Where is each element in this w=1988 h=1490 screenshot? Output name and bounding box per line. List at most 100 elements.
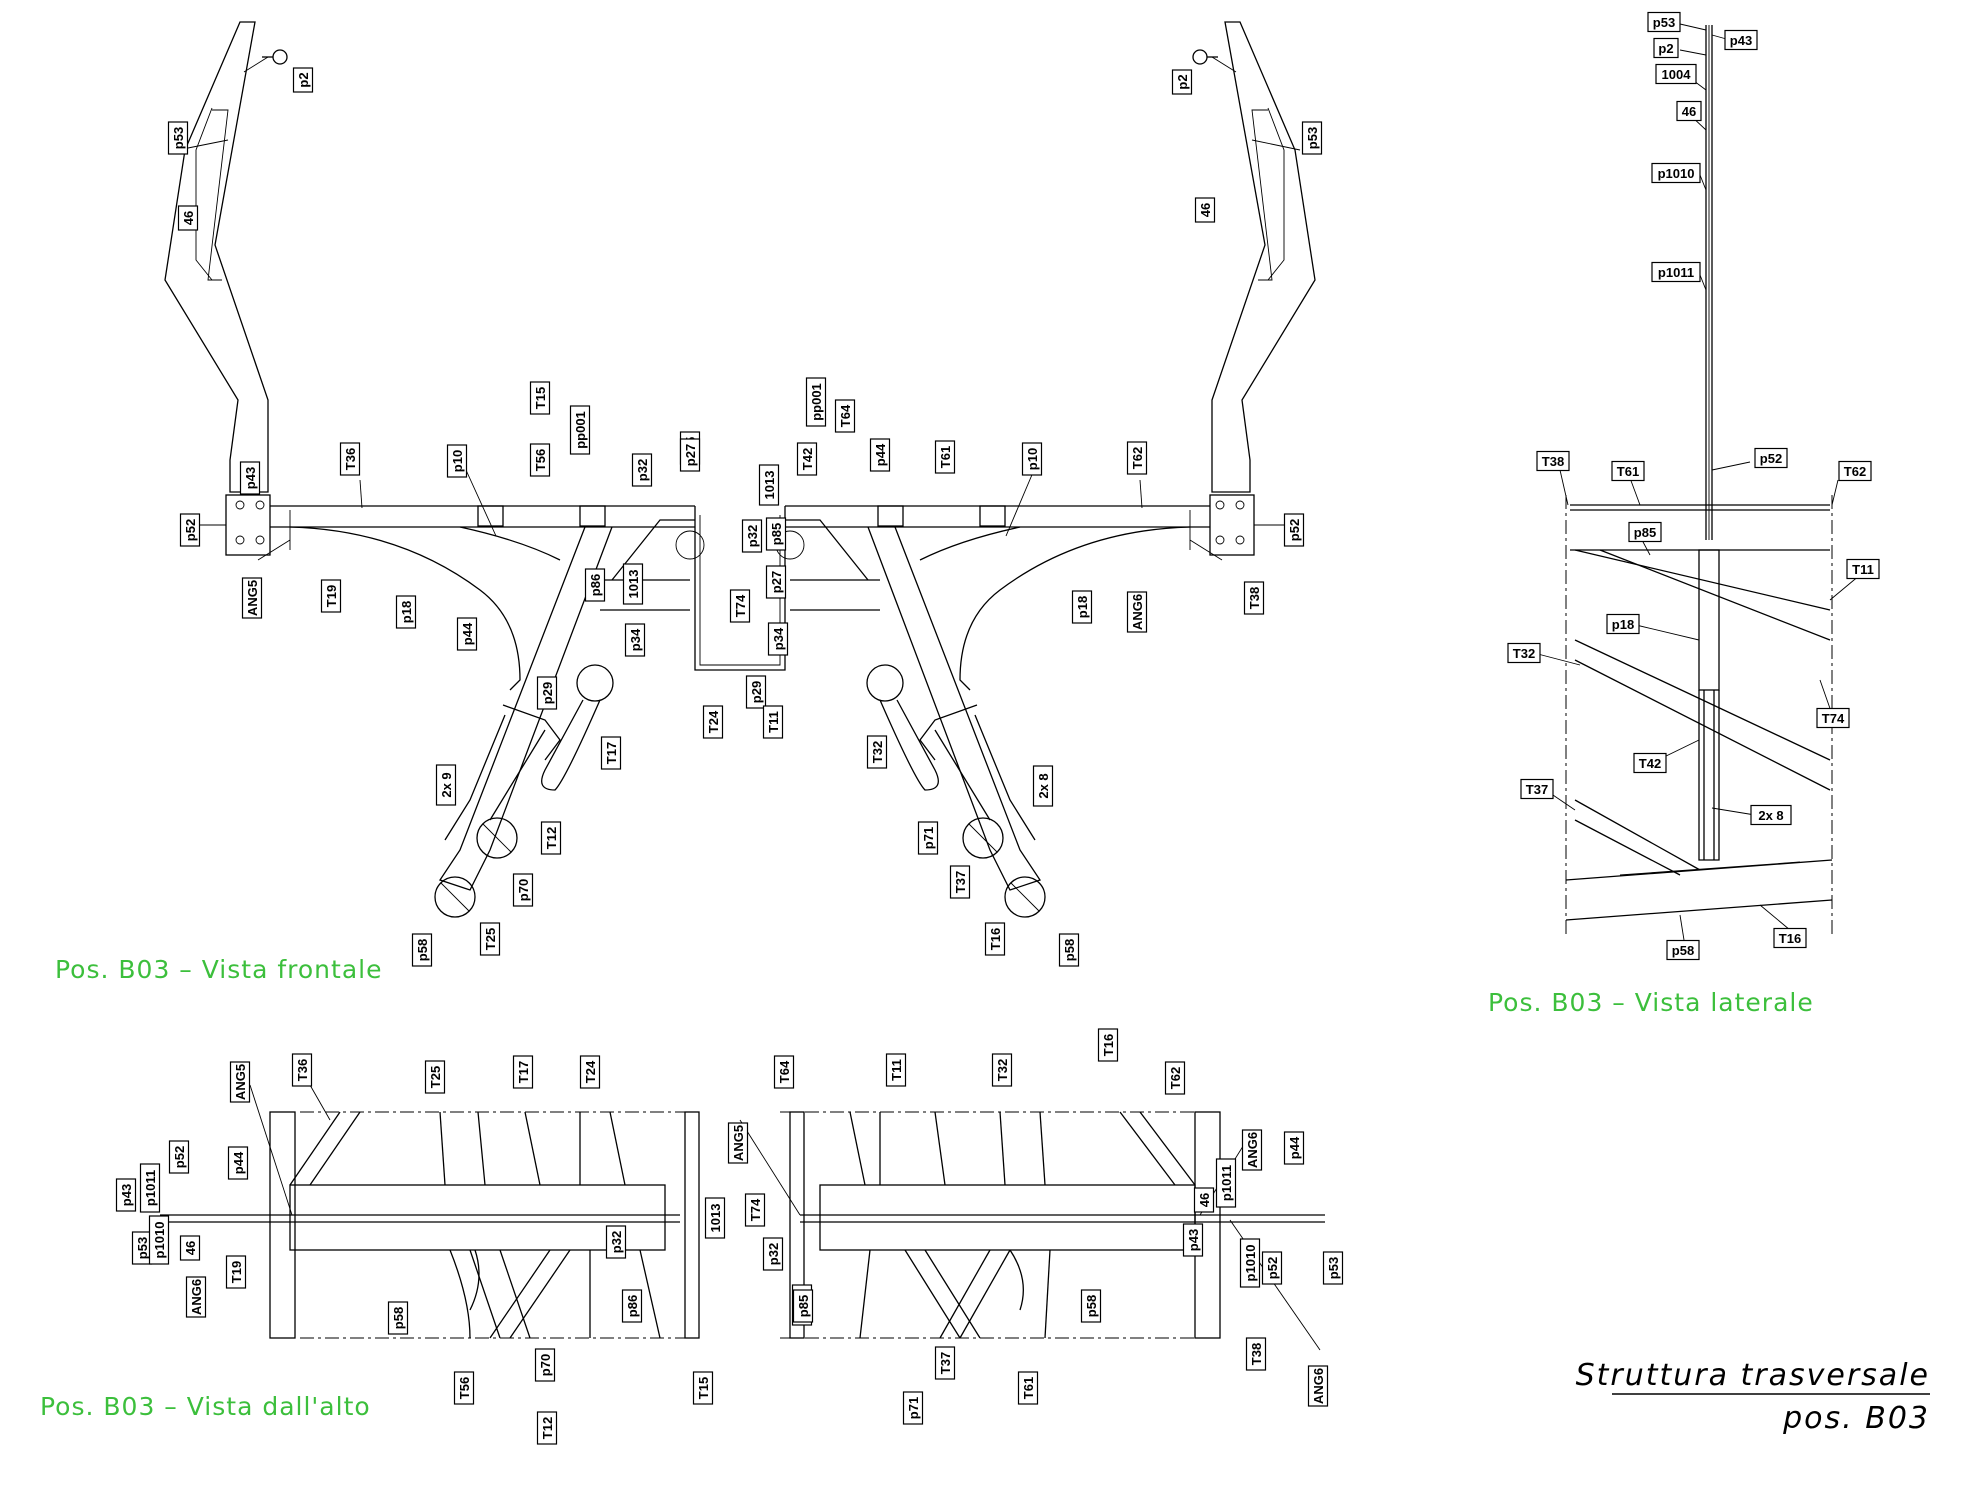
side-part-label: T37 <box>1520 778 1554 800</box>
side-part-label: T16 <box>1773 927 1807 949</box>
svg-text:p71: p71 <box>906 1397 921 1419</box>
svg-text:T11: T11 <box>1852 562 1874 577</box>
side-part-label: p52 <box>1754 447 1788 469</box>
top-part-label: T15 <box>692 1371 714 1405</box>
svg-text:p27: p27 <box>769 571 784 593</box>
svg-text:T11: T11 <box>889 1059 904 1081</box>
svg-text:T74: T74 <box>748 1198 763 1221</box>
svg-text:p58: p58 <box>415 939 430 961</box>
svg-text:ANG5: ANG5 <box>233 1064 248 1100</box>
svg-text:p32: p32 <box>766 1243 781 1265</box>
front-part-label: p44 <box>869 438 891 472</box>
front-part-label: T19 <box>320 579 342 613</box>
svg-text:T32: T32 <box>870 741 885 763</box>
top-part-label: p53 <box>1322 1251 1344 1285</box>
svg-text:T38: T38 <box>1247 587 1262 609</box>
side-part-label: p18 <box>1606 613 1640 635</box>
svg-text:p10: p10 <box>1025 448 1040 470</box>
svg-text:p44: p44 <box>231 1151 246 1174</box>
svg-text:T74: T74 <box>733 594 748 617</box>
top-part-label: p32 <box>762 1237 784 1271</box>
svg-text:p86: p86 <box>625 1295 640 1317</box>
front-part-label: 1013 <box>622 563 644 605</box>
top-part-label: p86 <box>621 1289 643 1323</box>
svg-text:p52: p52 <box>172 1146 187 1168</box>
svg-text:p32: p32 <box>635 459 650 481</box>
svg-text:p53: p53 <box>1653 15 1675 30</box>
svg-text:T11: T11 <box>766 711 781 733</box>
front-part-label: p34 <box>624 623 646 657</box>
front-part-label: ANG6 <box>1126 591 1148 633</box>
svg-text:T38: T38 <box>1542 454 1564 469</box>
svg-text:2x 9: 2x 9 <box>439 772 454 797</box>
front-part-label: T11 <box>762 705 784 739</box>
front-part-label: T24 <box>702 705 724 739</box>
front-view-drawing <box>164 21 1316 918</box>
top-part-label: p58 <box>1080 1289 1102 1323</box>
svg-text:p71: p71 <box>921 827 936 849</box>
top-part-label: T16 <box>1097 1028 1119 1062</box>
front-part-label: T56 <box>529 443 551 477</box>
svg-text:p1010: p1010 <box>152 1222 167 1259</box>
svg-text:T74: T74 <box>1822 711 1845 726</box>
svg-text:pp001: pp001 <box>573 411 588 449</box>
top-part-label: 1013 <box>704 1197 726 1239</box>
top-part-label: p44 <box>1283 1131 1305 1165</box>
svg-text:46: 46 <box>1197 1193 1212 1207</box>
top-part-label: T56 <box>453 1371 475 1405</box>
svg-text:T17: T17 <box>604 742 619 764</box>
svg-text:T15: T15 <box>533 387 548 409</box>
svg-text:T56: T56 <box>533 449 548 471</box>
svg-text:ANG6: ANG6 <box>1245 1132 1260 1168</box>
svg-text:p10: p10 <box>450 450 465 472</box>
top-part-label: ANG5 <box>727 1122 749 1164</box>
svg-text:T25: T25 <box>428 1066 443 1088</box>
front-part-label: ANG5 <box>241 577 263 619</box>
top-part-label: T36 <box>291 1053 313 1087</box>
top-part-label: p1011 <box>139 1163 161 1213</box>
svg-text:T37: T37 <box>1526 782 1548 797</box>
side-part-label: p85 <box>1628 521 1662 543</box>
top-part-label: 46 <box>179 1235 201 1261</box>
front-part-label: p10 <box>1021 442 1043 476</box>
svg-text:p27: p27 <box>683 444 698 466</box>
front-part-label: p52 <box>179 513 201 547</box>
front-part-label: T25 <box>479 922 501 956</box>
svg-text:ANG6: ANG6 <box>1130 594 1145 630</box>
svg-text:p18: p18 <box>399 601 414 623</box>
front-part-label: p32 <box>741 519 763 553</box>
svg-text:p34: p34 <box>628 628 643 651</box>
svg-text:p85: p85 <box>1634 525 1656 540</box>
svg-text:T16: T16 <box>988 928 1003 950</box>
svg-text:T12: T12 <box>544 827 559 849</box>
front-part-label: p34 <box>767 622 789 656</box>
top-part-label: T32 <box>991 1053 1013 1087</box>
svg-text:T62: T62 <box>1844 464 1866 479</box>
front-part-label: T36 <box>339 442 361 476</box>
top-part-label: p44 <box>227 1146 249 1180</box>
svg-text:p1011: p1011 <box>1658 265 1694 280</box>
svg-text:p18: p18 <box>1612 617 1634 632</box>
svg-text:46: 46 <box>1682 104 1696 119</box>
svg-text:T36: T36 <box>295 1059 310 1081</box>
front-part-label: p29 <box>745 675 767 709</box>
top-part-label: T74 <box>744 1193 766 1227</box>
top-part-label: T11 <box>885 1053 907 1087</box>
svg-text:T16: T16 <box>1101 1034 1116 1056</box>
svg-text:p58: p58 <box>1084 1295 1099 1317</box>
svg-text:p43: p43 <box>243 467 258 489</box>
svg-text:p44: p44 <box>460 622 475 645</box>
front-part-label: p27 <box>765 565 787 599</box>
front-part-label: p85 <box>765 517 787 551</box>
svg-text:p1010: p1010 <box>1243 1245 1258 1282</box>
front-part-label: T42 <box>796 442 818 476</box>
front-view-title: Pos. B03 – Vista frontale <box>55 955 382 984</box>
side-view-title: Pos. B03 – Vista laterale <box>1488 988 1814 1017</box>
front-part-label: T37 <box>949 865 971 899</box>
side-part-label: T11 <box>1846 558 1880 580</box>
svg-text:T61: T61 <box>938 446 953 468</box>
front-part-label: pp001 <box>805 377 827 427</box>
top-part-label: T64 <box>773 1055 795 1089</box>
